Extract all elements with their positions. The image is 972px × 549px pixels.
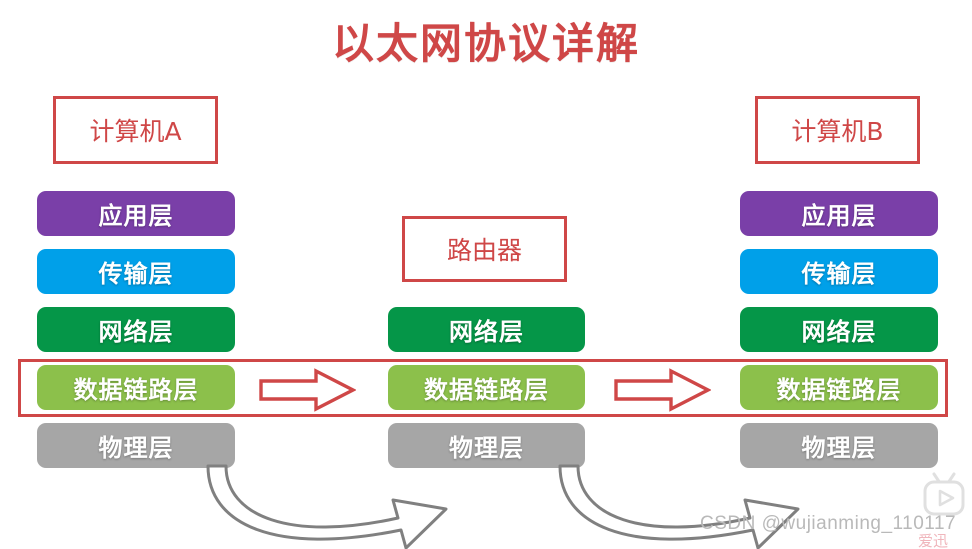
- left-layer-physical: 物理层: [37, 423, 235, 468]
- layer-label: 应用层: [98, 202, 174, 230]
- layer-label: 物理层: [98, 434, 174, 462]
- layer-label: 网络层: [98, 318, 174, 346]
- csdn-watermark: CSDN @wujianming_110117: [700, 513, 957, 534]
- datalink-emphasis-band: [18, 359, 948, 417]
- layer-label: 物理层: [449, 434, 524, 462]
- node-label-computer-a: 计算机A: [89, 117, 182, 146]
- right-layer-application: 应用层: [740, 191, 938, 236]
- right-layer-datalink: 数据链路层: [740, 365, 938, 410]
- node-box-router: 路由器: [402, 216, 567, 282]
- layer-label: 数据链路层: [424, 376, 549, 404]
- left-layer-transport: 传输层: [37, 249, 235, 294]
- layer-label: 物理层: [801, 434, 877, 462]
- node-box-computer-b: 计算机B: [755, 96, 920, 164]
- layer-label: 传输层: [98, 260, 174, 288]
- layer-label: 网络层: [801, 318, 877, 346]
- logo-text: 爱迅: [918, 532, 949, 549]
- router-layer-datalink: 数据链路层: [388, 365, 585, 410]
- flow-arrow-left-to-router: [258, 368, 357, 412]
- page-title: 以太网协议详解: [331, 19, 640, 68]
- node-box-computer-a: 计算机A: [53, 96, 218, 164]
- layer-label: 网络层: [449, 318, 524, 346]
- left-layer-datalink: 数据链路层: [37, 365, 235, 410]
- right-layer-transport: 传输层: [740, 249, 938, 294]
- layer-label: 数据链路层: [776, 376, 902, 404]
- right-layer-network: 网络层: [740, 307, 938, 352]
- play-video-icon: [920, 468, 968, 524]
- node-label-computer-b: 计算机B: [791, 117, 884, 146]
- physical-link-arrow-right: [552, 462, 812, 549]
- flow-arrow-router-to-right: [613, 368, 712, 412]
- physical-link-arrow-left: [200, 462, 460, 549]
- right-layer-physical: 物理层: [740, 423, 938, 468]
- router-layer-physical: 物理层: [388, 423, 585, 468]
- layer-label: 应用层: [801, 202, 877, 230]
- node-label-router: 路由器: [446, 236, 522, 265]
- layer-label: 传输层: [801, 260, 877, 288]
- layer-label: 数据链路层: [73, 376, 199, 404]
- left-layer-application: 应用层: [37, 191, 235, 236]
- left-layer-network: 网络层: [37, 307, 235, 352]
- router-layer-network: 网络层: [388, 307, 585, 352]
